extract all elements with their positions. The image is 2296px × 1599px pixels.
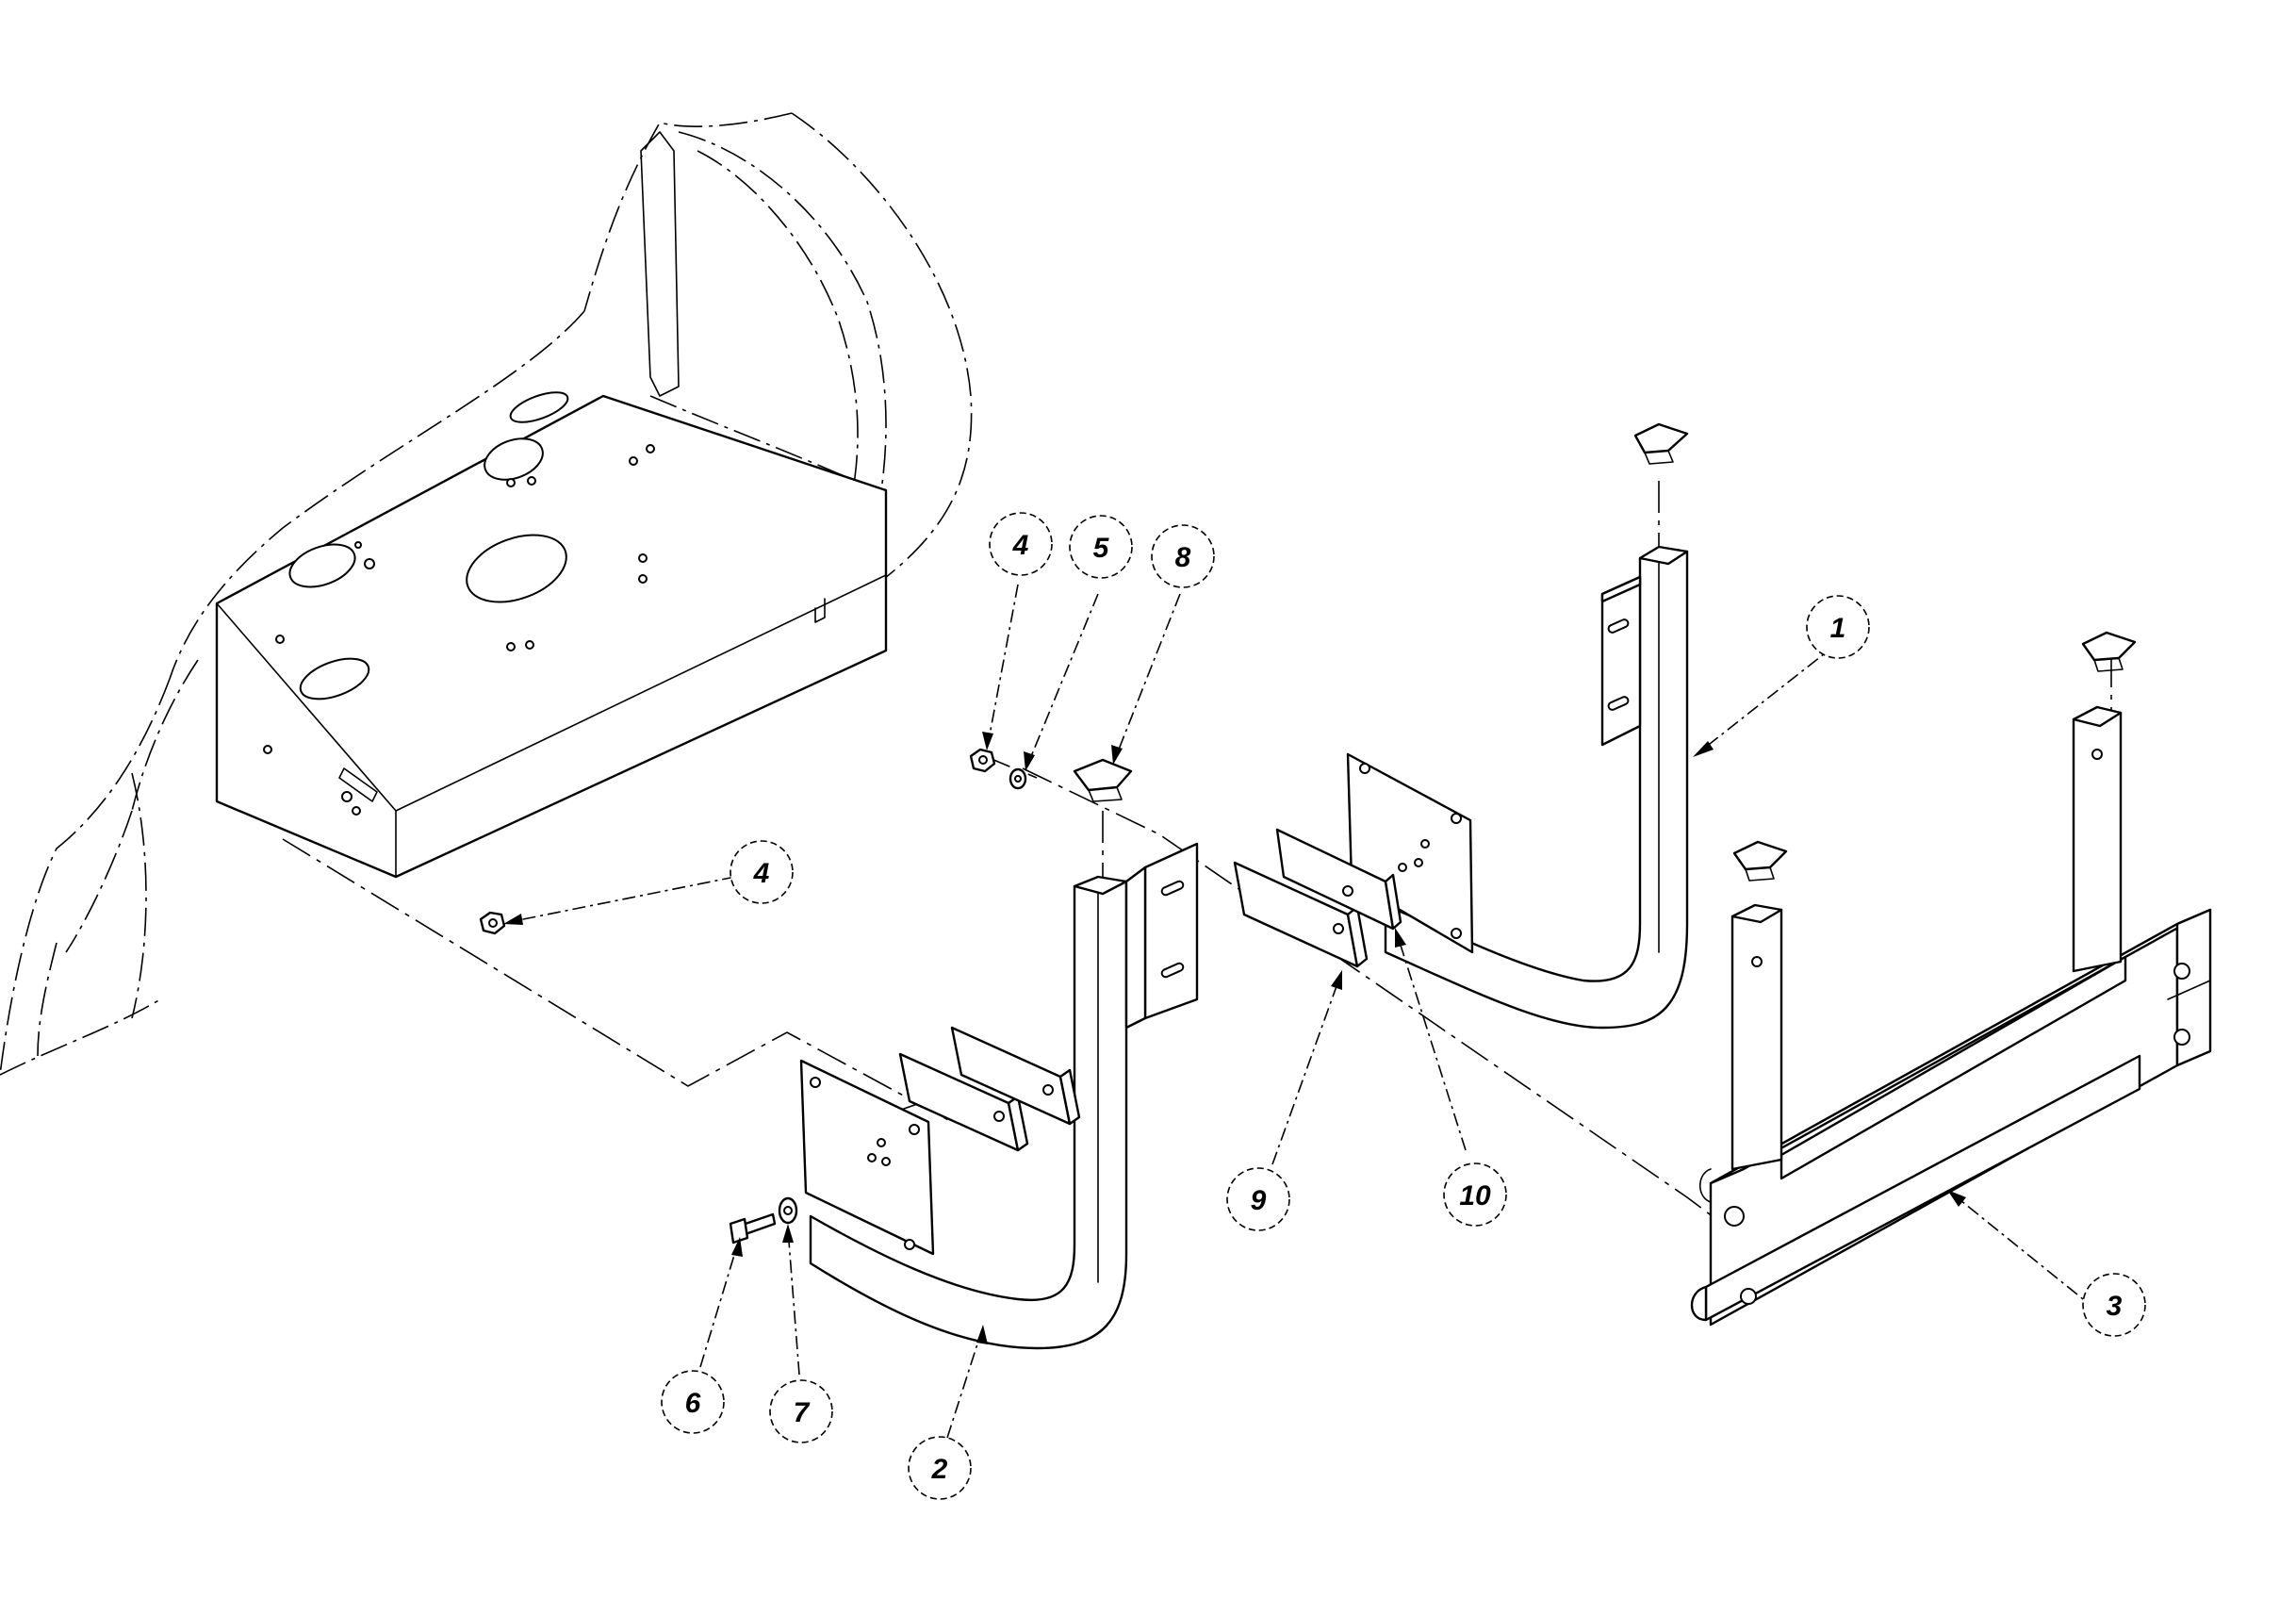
part-2-left-step: [799, 842, 1199, 1350]
part-9-spacer-left: [898, 1052, 1029, 1152]
part-10-spacer-right: [1275, 828, 1402, 931]
callout-6: 6: [661, 1370, 725, 1434]
part-3-cap-right: [2081, 631, 2137, 672]
part-4-nut-lower: [479, 911, 506, 935]
part-3-base-frame: [1690, 705, 2212, 1327]
callout-3: 3: [2082, 1273, 2146, 1337]
callout-8-label: 8: [1175, 542, 1191, 573]
callout-1: 1: [1806, 595, 1870, 659]
part-5-washer: [1009, 767, 1027, 790]
callout-2-label: 2: [931, 1454, 948, 1485]
callout-4-upper: 4: [989, 512, 1053, 576]
tractor-chassis: [0, 112, 973, 1076]
callout-9: 9: [1226, 1167, 1290, 1231]
part-4-nut-upper: [969, 748, 996, 773]
callout-10: 10: [1443, 1162, 1507, 1227]
leader-lines: [503, 584, 2098, 1439]
part-6-bolt: [729, 1212, 777, 1245]
callout-7-label: 7: [794, 1397, 811, 1428]
callout-5-label: 5: [1093, 533, 1110, 564]
callout-7: 7: [769, 1379, 833, 1443]
callout-1-label: 1: [1830, 613, 1846, 644]
callout-4-lower: 4: [730, 840, 794, 904]
part-7-washer: [778, 1196, 798, 1225]
part-1-tube-cap: [1633, 422, 1689, 465]
part-3-cap-left: [1732, 840, 1788, 882]
callout-5: 5: [1069, 515, 1133, 579]
callout-2: 2: [908, 1436, 972, 1500]
callout-9-label: 9: [1251, 1185, 1267, 1216]
part-10-spacer-left: [950, 1026, 1081, 1126]
callout-10-label: 10: [1459, 1180, 1491, 1212]
part-8-tube-cap: [1073, 758, 1133, 802]
part-1-right-step: [1346, 545, 1689, 1030]
callout-4-lower-label: 4: [753, 858, 770, 889]
callout-4-upper-label: 4: [1012, 530, 1029, 561]
callout-3-label: 3: [2107, 1291, 2123, 1322]
callout-8: 8: [1151, 524, 1215, 588]
callout-6-label: 6: [685, 1388, 701, 1419]
